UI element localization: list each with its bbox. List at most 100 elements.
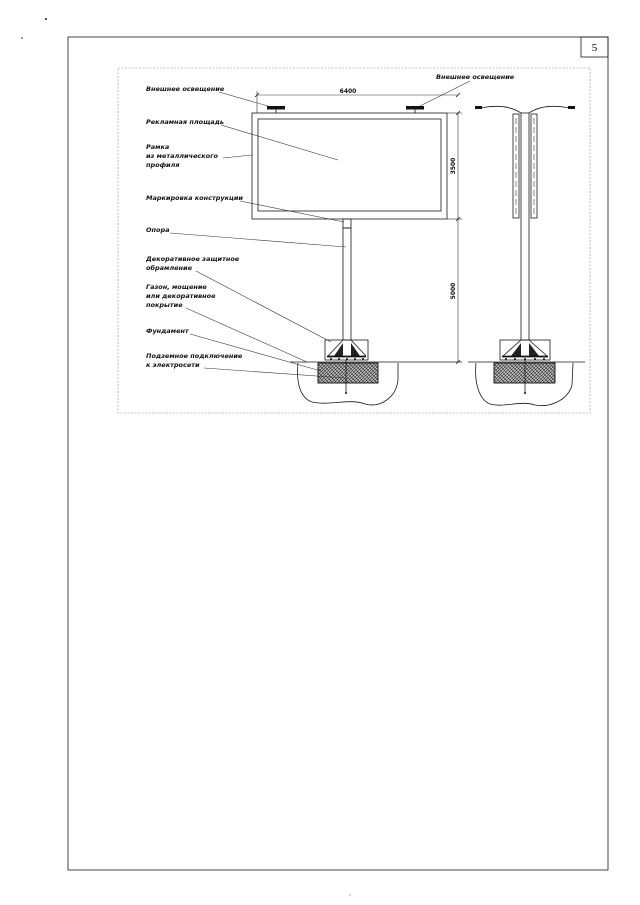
- label-lawn-line2: или декоративное: [146, 292, 216, 300]
- label-frame-line3: профиля: [146, 161, 180, 169]
- leader-line: [239, 200, 345, 223]
- foundation-hatch-line: [528, 362, 550, 384]
- cable-end: [345, 392, 347, 394]
- foundation-outline: [493, 362, 556, 384]
- anchor-bolt: [346, 358, 348, 360]
- anchor-bolt: [505, 358, 507, 360]
- foundation-hatch-line: [330, 362, 352, 384]
- lamp-icon: [267, 106, 285, 110]
- pole-height-value: 5000: [450, 283, 457, 300]
- leader-line: [169, 232, 347, 248]
- foundation-hatch-line: [532, 362, 554, 384]
- anchor-bolt: [514, 358, 516, 360]
- label-foundation: Фундамент: [146, 327, 190, 335]
- label-lawn-line1: Газон, мощение: [146, 283, 207, 291]
- base-brace: [327, 339, 344, 357]
- anchor-bolt: [330, 358, 332, 360]
- foundation-hatch-line: [317, 362, 331, 376]
- base-brace: [528, 339, 548, 357]
- anchor-bolt: [524, 358, 526, 360]
- lamp-arm: [528, 105, 570, 114]
- label-connection-line2: к электросети: [146, 361, 200, 369]
- leader-line: [203, 367, 346, 379]
- foundation-hatch-line: [493, 362, 501, 370]
- label-frame-line1: Рамка: [146, 143, 169, 151]
- label-decorative-line2: обрамление: [146, 264, 193, 272]
- foundation-hatch-line: [530, 362, 552, 384]
- foundation-hatch-line: [544, 362, 556, 374]
- foundation-hatch-line: [518, 362, 540, 384]
- page-number: 5: [592, 42, 598, 54]
- foundation-hatch-line: [317, 367, 334, 384]
- foundation-group: [493, 362, 556, 384]
- label-external-lighting: Внешнее освещение: [146, 85, 225, 93]
- callouts: Внешнее освещение Рекламная площадь Рамк…: [145, 73, 515, 379]
- foundation-hatch-line: [524, 362, 546, 384]
- label-decorative-line1: Декоративное защитное: [145, 255, 240, 263]
- metal-frame: [251, 112, 448, 220]
- foundation-hatch-line: [317, 362, 337, 382]
- scan-speck: [21, 37, 23, 39]
- foundation-hatch-line: [493, 371, 506, 384]
- foundation-hatch-line: [336, 362, 358, 384]
- foundation-hatch-line: [352, 362, 374, 384]
- anchor-bolt: [362, 358, 364, 360]
- foundation-hatch-line: [493, 362, 510, 379]
- foundation-hatch-line: [317, 362, 334, 379]
- label-marking: Маркировка конструкции: [146, 194, 243, 202]
- page-number-box: [580, 36, 609, 58]
- base-bracket: [334, 343, 343, 356]
- leader-line: [419, 80, 471, 107]
- foundation-hatch-line: [317, 375, 326, 384]
- foundation-hatch-line: [317, 362, 322, 367]
- front-view: 6400 3500 5000: [251, 88, 462, 406]
- foundation-hatch-line: [493, 379, 498, 384]
- foundation-hatch-line: [344, 362, 366, 384]
- marking-plate: [342, 218, 352, 229]
- foundation-hatch-line: [542, 370, 556, 384]
- foundation-hatch-line: [493, 375, 502, 384]
- leader-line: [220, 124, 339, 161]
- label-support: Опора: [146, 226, 170, 234]
- anchor-bolt: [338, 358, 340, 360]
- foundation-hatch-line: [493, 362, 498, 367]
- lamp-icon: [568, 106, 575, 109]
- foundation-hatch-line: [372, 362, 379, 369]
- foundation-hatch-line: [493, 367, 510, 384]
- foundation-hatch-line: [493, 362, 504, 373]
- foundation-hatch-line: [317, 363, 338, 384]
- foundation-hatch-line: [317, 362, 325, 370]
- label-advertising-area: Рекламная площадь: [146, 118, 224, 126]
- panel-side-left: [512, 113, 520, 219]
- foundation-hatch-line: [516, 362, 538, 384]
- drawing-area-border: [117, 67, 591, 414]
- leader-line: [222, 154, 253, 159]
- foundation-hatch-line: [317, 371, 330, 384]
- label-external-lighting-right: Внешнее освещение: [436, 73, 515, 81]
- dimension-tick: [455, 92, 461, 98]
- foundation-hatch-line: [496, 362, 518, 384]
- foundation-hatch-line: [324, 362, 346, 384]
- foundation-hatch-line: [332, 362, 354, 384]
- advertising-area: [257, 118, 442, 212]
- foundation-hatch-line: [536, 362, 556, 382]
- foundation-hatch-line: [548, 362, 556, 370]
- lamp-icon: [406, 106, 424, 110]
- lamp-arm: [480, 105, 522, 114]
- decorative-cover: [324, 339, 369, 361]
- width-dimension-value: 6400: [340, 88, 357, 95]
- label-lawn-line3: покрытие: [146, 301, 183, 309]
- cable-end: [524, 392, 526, 394]
- side-view: [468, 105, 585, 407]
- foundation-hatch-line: [356, 362, 378, 384]
- panel-side-right: [530, 113, 538, 219]
- foundation-hatch-line: [520, 362, 542, 384]
- base-brace: [502, 339, 522, 357]
- leader-line: [195, 270, 332, 343]
- excavation-outline: [475, 362, 574, 407]
- foundation-hatch-line: [548, 376, 556, 384]
- foundation-hatch-line: [354, 362, 376, 384]
- anchor-bolt: [534, 358, 536, 360]
- foundation-hatch-line: [320, 362, 342, 384]
